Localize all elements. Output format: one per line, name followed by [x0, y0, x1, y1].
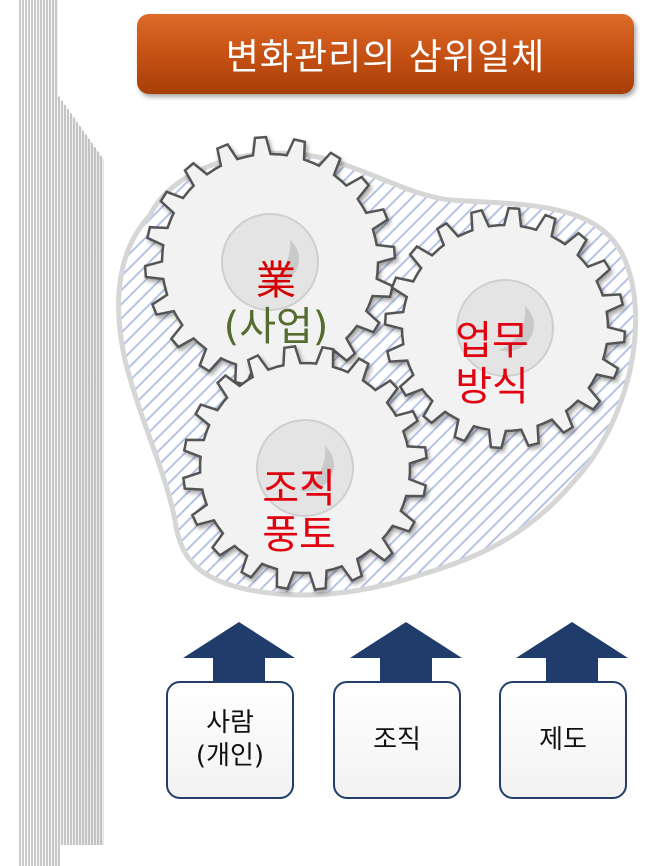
- up-arrow-person: [183, 622, 295, 684]
- factor-box-person: 사람 (개인): [166, 681, 294, 799]
- factor-box-organization: 조직: [333, 681, 461, 799]
- up-arrow-organization: [350, 622, 462, 684]
- gear-label-business-text: 業(사업): [224, 258, 329, 350]
- decorative-stripes: [18, 0, 104, 866]
- gear-label-business-line2: (사업): [223, 304, 329, 350]
- factor-box-system: 제도: [499, 681, 627, 799]
- up-arrow-system: [516, 622, 628, 684]
- gear-label-org-climate-text: 조직 풍토: [262, 466, 336, 558]
- gear-label-work-method: 업무 방식: [412, 272, 572, 410]
- gear-work-method: [383, 206, 627, 450]
- gear-label-org-climate: 조직 풍토: [219, 420, 379, 558]
- gear-business: [143, 135, 397, 389]
- gear-label-work-method-text: 업무 방식: [455, 318, 529, 410]
- gear-label-business: 業(사업): [196, 212, 356, 350]
- page-title: 변화관리의 삼위일체: [137, 14, 634, 94]
- gear-label-business-line1: 業: [256, 258, 296, 304]
- gear-org-climate: [182, 345, 428, 591]
